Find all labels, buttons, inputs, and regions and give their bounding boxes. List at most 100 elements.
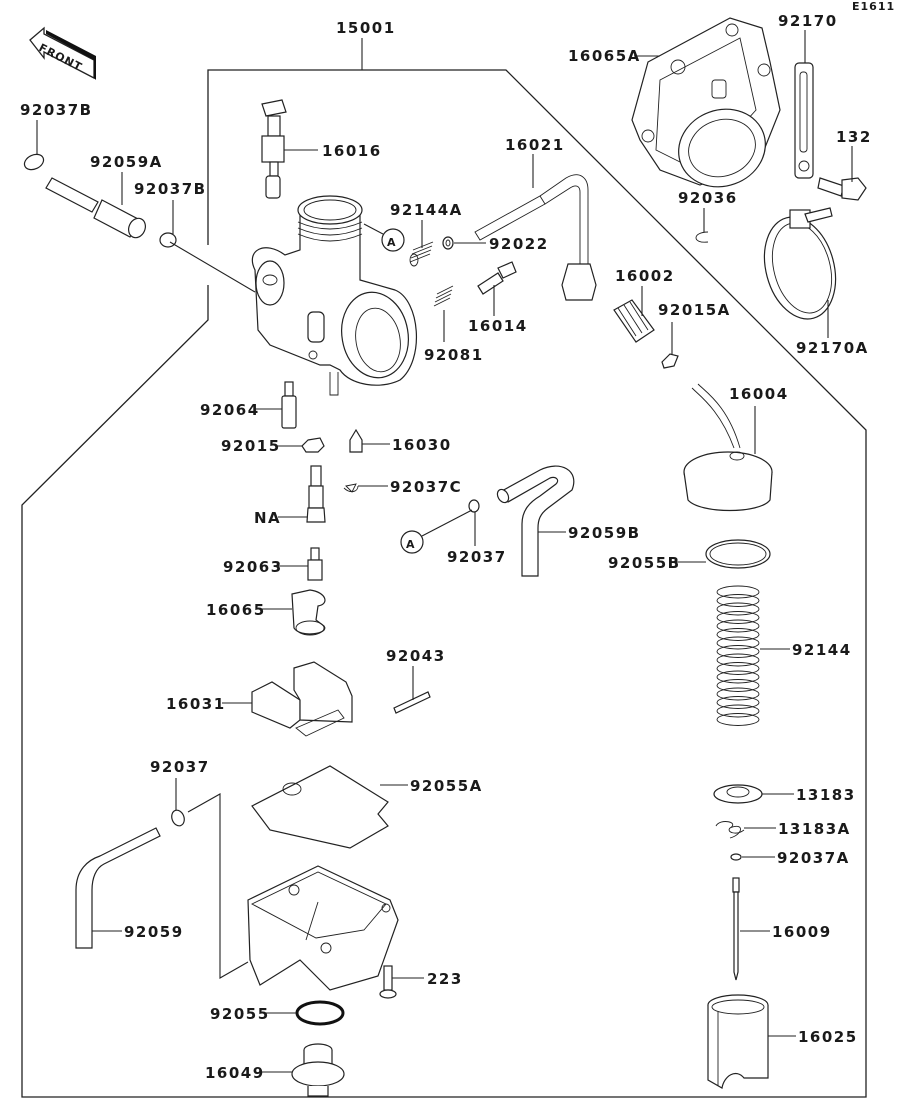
label-15001-assembly[interactable]: 15001 <box>336 19 396 37</box>
part-92037B-clip-left <box>23 120 45 171</box>
label-92055B[interactable]: 92055B <box>608 554 681 572</box>
label-13183A[interactable]: 13183A <box>778 820 851 838</box>
part-92022-washer <box>442 236 486 250</box>
label-92037-lower[interactable]: 92037 <box>150 758 210 776</box>
part-92059A-hose <box>45 172 146 239</box>
part-92037C-clip <box>343 483 388 493</box>
part-92055-o-ring <box>264 1000 345 1026</box>
label-na[interactable]: NA <box>254 509 281 527</box>
label-92022[interactable]: 92022 <box>489 235 549 253</box>
front-arrow: FRONT <box>29 26 96 80</box>
label-92170A[interactable]: 92170A <box>796 339 869 357</box>
part-13183A-clip <box>715 821 776 839</box>
reference-marker-a-bottom: A <box>400 530 424 554</box>
spring-coil <box>716 687 760 701</box>
label-92081[interactable]: 92081 <box>424 346 484 364</box>
part-92064-jet <box>255 381 297 429</box>
spring-coil <box>716 704 760 718</box>
spring-coil <box>716 602 760 616</box>
spring-coil <box>716 713 760 726</box>
part-92055B-o-ring <box>676 539 771 569</box>
label-92144[interactable]: 92144 <box>792 641 852 659</box>
label-132[interactable]: 132 <box>836 128 872 146</box>
label-16065[interactable]: 16065 <box>206 601 266 619</box>
part-92063-jet <box>278 547 323 581</box>
label-92015[interactable]: 92015 <box>221 437 281 455</box>
part-92036-clip <box>695 208 709 243</box>
assembly-frame <box>21 38 867 1098</box>
part-na-needle-jet <box>278 465 326 523</box>
label-16016[interactable]: 16016 <box>322 142 382 160</box>
part-16030-needle-valve <box>349 428 390 453</box>
part-16065A-manifold <box>631 17 781 188</box>
label-92059B[interactable]: 92059B <box>568 524 641 542</box>
part-16004-top-cap <box>683 383 773 512</box>
spring-coil <box>716 645 760 658</box>
label-92059A[interactable]: 92059A <box>90 153 163 171</box>
label-16030[interactable]: 16030 <box>392 436 452 454</box>
label-16031[interactable]: 16031 <box>166 695 226 713</box>
label-92037B-right[interactable]: 92037B <box>134 180 207 198</box>
label-16002[interactable]: 16002 <box>615 267 675 285</box>
part-16014-screw <box>477 261 517 316</box>
spring-coil <box>716 679 760 692</box>
part-92055A-gasket <box>251 765 408 849</box>
part-92059-hose <box>75 827 161 949</box>
figure-code: E1611 <box>852 0 895 13</box>
part-92015-nut <box>275 437 325 453</box>
part-16025-throttle-valve <box>707 994 796 1089</box>
part-92170A-band-clamp <box>763 207 837 338</box>
label-92037B-left[interactable]: 92037B <box>20 101 93 119</box>
label-16014[interactable]: 16014 <box>468 317 528 335</box>
label-16065A[interactable]: 16065A <box>568 47 641 65</box>
spring-coil <box>716 696 760 709</box>
part-16021-cable <box>474 154 597 301</box>
part-16049-drain-plug <box>260 1043 345 1097</box>
label-16021[interactable]: 16021 <box>505 136 565 154</box>
spring-coil <box>716 636 760 650</box>
spring-coil <box>716 585 760 599</box>
part-92037-clip-lower <box>171 778 249 979</box>
label-16004[interactable]: 16004 <box>729 385 789 403</box>
label-92063[interactable]: 92063 <box>223 558 283 576</box>
part-16002-adjuster <box>613 286 655 343</box>
part-223-screw <box>379 965 424 999</box>
part-92043-pin <box>393 666 431 714</box>
label-92015A[interactable]: 92015A <box>658 301 731 319</box>
label-92037A[interactable]: 92037A <box>777 849 850 867</box>
label-92059[interactable]: 92059 <box>124 923 184 941</box>
label-16025[interactable]: 16025 <box>798 1028 858 1046</box>
part-92170-plate <box>794 30 814 179</box>
label-16049[interactable]: 16049 <box>205 1064 265 1082</box>
part-92015A-nut <box>661 322 679 369</box>
label-223[interactable]: 223 <box>427 970 463 988</box>
reference-marker-a-top: A <box>381 228 405 252</box>
part-92081-spring <box>433 285 454 342</box>
label-92055A[interactable]: 92055A <box>410 777 483 795</box>
label-92064[interactable]: 92064 <box>200 401 260 419</box>
label-92037-middle[interactable]: 92037 <box>447 548 507 566</box>
label-92037C[interactable]: 92037C <box>390 478 462 496</box>
part-92144-spring <box>716 585 760 726</box>
label-92043[interactable]: 92043 <box>386 647 446 665</box>
spring-coil <box>716 619 760 633</box>
part-92144A-spring <box>409 220 434 267</box>
spring-coil <box>716 653 760 667</box>
part-carburetor-body <box>251 195 418 396</box>
part-16016-plunger <box>261 99 318 199</box>
label-13183[interactable]: 13183 <box>796 786 856 804</box>
part-132-bolt <box>817 146 867 201</box>
label-16009[interactable]: 16009 <box>772 923 832 941</box>
part-92037B-clip-right <box>159 200 256 293</box>
part-16031-float <box>222 661 353 737</box>
part-13183-spring-seat <box>713 784 794 804</box>
label-92144A[interactable]: 92144A <box>390 201 463 219</box>
label-92055[interactable]: 92055 <box>210 1005 270 1023</box>
part-float-bowl <box>247 865 399 991</box>
label-92170[interactable]: 92170 <box>778 12 838 30</box>
spring-coil <box>716 611 760 624</box>
svg-text:A: A <box>406 538 416 551</box>
spring-coil <box>716 662 760 675</box>
spring-coil <box>716 594 760 607</box>
label-92036[interactable]: 92036 <box>678 189 738 207</box>
